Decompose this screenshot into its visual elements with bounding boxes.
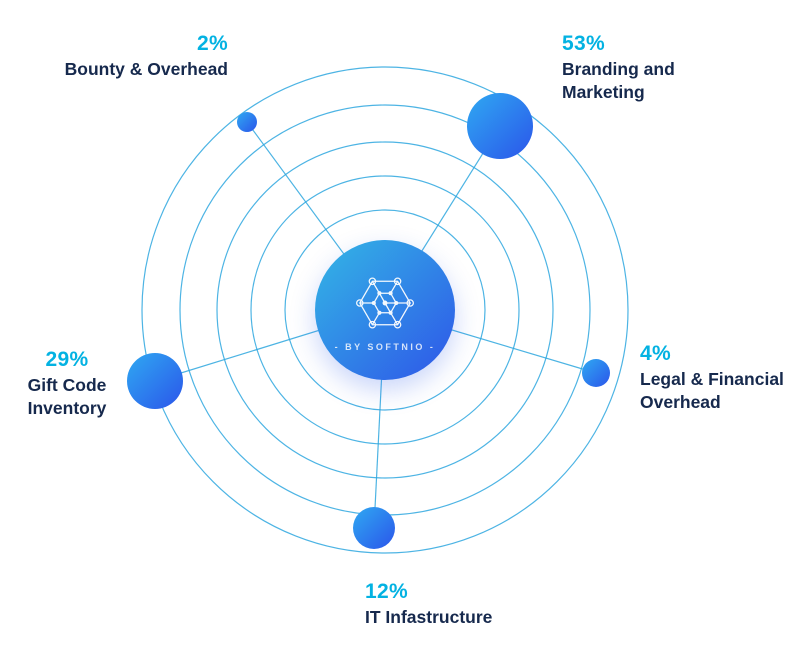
percent-value: 53%	[562, 32, 605, 55]
orbit-ring	[284, 209, 486, 411]
segment-name-line: IT Infastructure	[365, 607, 493, 627]
segment-name-line: Overhead	[640, 391, 721, 412]
allocation-bubble-branding-marketing	[467, 93, 533, 159]
segment-name-line: Bounty & Overhead	[64, 59, 228, 79]
allocation-bubble-it-infrastructure	[353, 507, 395, 549]
allocation-bubble-gift-code-inventory	[127, 353, 183, 409]
percent-value: 29%	[45, 348, 89, 371]
segment-label-bounty-overhead: 2% Bounty & Overhead	[65, 32, 228, 81]
softnio-network-icon	[356, 277, 414, 329]
allocation-bubble-legal-financial	[582, 359, 610, 387]
segment-name-line: Legal & Financial	[640, 369, 784, 389]
segment-name-line: Marketing	[562, 81, 645, 102]
percent-value: 2%	[197, 32, 228, 55]
segment-label-it-infrastructure: 12% IT Infastructure	[365, 580, 492, 629]
orbit-ring	[216, 141, 554, 479]
center-logo-badge: - BY SOFTNIO -	[315, 240, 455, 380]
orbit-ring	[141, 66, 629, 554]
segment-name-line: Inventory	[27, 397, 107, 418]
orbit-ring	[250, 175, 520, 445]
segment-name-line: Gift Code	[27, 375, 107, 395]
allocation-bubble-bounty-overhead	[237, 112, 257, 132]
segment-name-line: Branding and	[562, 59, 675, 79]
logo-caption: - BY SOFTNIO -	[334, 342, 436, 352]
percent-value: 12%	[365, 580, 408, 603]
percent-value: 4%	[640, 342, 671, 365]
